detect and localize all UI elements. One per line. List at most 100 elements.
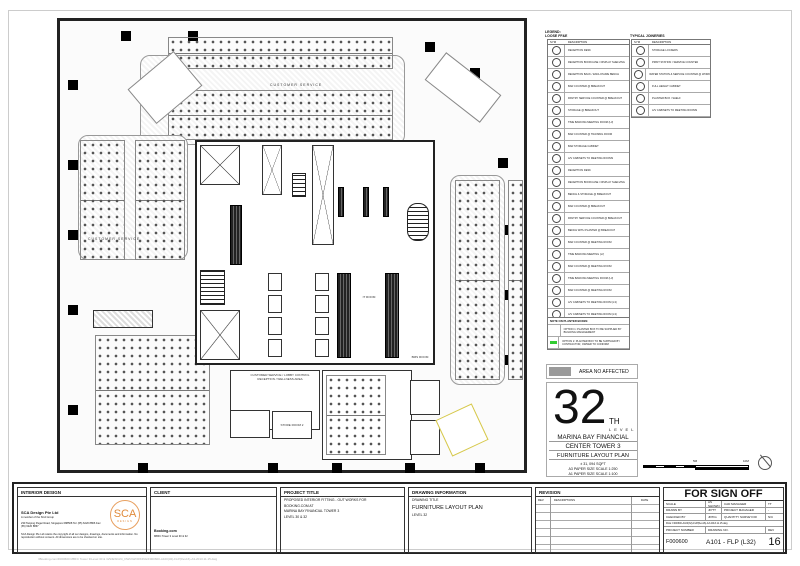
workstation-cluster[interactable] [508,180,523,380]
legend-symbol-icon [548,69,565,80]
col-symbol: SYM [634,40,641,44]
legend-symbol-icon [548,237,565,248]
lift-car [268,339,282,357]
signoff-title: FOR SIGN OFF [664,488,783,501]
north-arrow-icon [758,454,772,470]
panel-project-title: PROJECT TITLE PROPOSED INTERIOR FITTING … [280,487,405,553]
col-description: DESCRIPTION [568,40,588,44]
project-line: LEVEL 30 & 32 [284,514,308,519]
level-word: LEVEL [609,427,637,432]
legend-symbol-icon [548,249,565,260]
project-line: BOOKING.COM AT [284,503,314,508]
project-number: F000600 [666,539,688,545]
legend-description: TIME BANKING MEETING (L3) [568,253,605,256]
level-suffix: TH [609,417,620,426]
workstation-cluster[interactable] [168,90,393,140]
legend-description: RECEPTION BOOKCASE / DISPLAY SHELVING [568,181,625,184]
area-not-affected-key: AREA NO AFFECTED [546,364,638,379]
panel-header: DRAWING INFORMATION [409,488,531,497]
lift-shaft [262,145,282,195]
room-label-bms: BMS ROOM [411,355,429,359]
legend-description: RECEPTION DESK [568,169,591,172]
legend-description: PANTRY SERVICE COUNTER @ BREAKOUT [568,217,623,220]
workstation-cluster[interactable] [168,37,393,69]
escalator [337,273,351,358]
legend-symbol-icon [632,105,649,116]
legend-symbol-icon [548,141,565,152]
zone-label: CUSTOMER SERVICE [270,83,323,87]
revision-number: 16 [768,536,781,548]
scale-a1: A1 PAPER SIZE SCALE 1:100 [568,472,618,476]
column [121,31,131,41]
legend-symbol-icon [632,81,649,92]
legend-row: A/V CABINETS TO MEETING ROOMS [548,153,629,165]
legend-subtitle: LOOSE FF&E [545,34,568,38]
column [68,160,78,170]
floor-plan[interactable]: CUSTOMER SERVICE CUSTOMER SERVICE IT ROO… [30,15,542,477]
column [188,31,198,41]
legend-symbol-icon [548,177,565,188]
legend-row: BAR COUNTER @ BREAKOUT [548,81,629,93]
panel-header: PROJECT TITLE [281,488,404,497]
revision-table: REV DESCRIPTIONS DATE [536,497,659,552]
column [68,230,78,240]
legend-row: PRINT STATION / SERVICE COUNTER [632,57,710,69]
legend-row: TIME BANKING MEETING (L3) [548,249,629,261]
planter-bench[interactable] [93,310,153,328]
scale-end-label: 10M [743,459,749,463]
legend-description: WATER STATION & SERVICE COUNTER @ WORKST… [649,73,710,76]
drawing-title: FURNITURE LAYOUT PLAN [412,504,483,511]
legend-description: BENCH & STORAGE @ BREAKOUT [568,193,612,196]
legend-symbol-icon [548,105,565,116]
store-room[interactable] [272,411,312,439]
zone-label: CUSTOMER SERVICE [88,237,141,241]
store-room-label: STORE ROOM 2 [280,423,304,427]
project-line: PROPOSED INTERIOR FITTING - OUT WORKS FO… [284,498,367,502]
legend-symbol-icon [548,165,565,176]
workstation-cluster[interactable] [135,140,185,260]
panel-header: INTERIOR DESIGN [18,488,146,497]
lift-shaft [200,310,240,360]
legend-symbol-icon [548,297,565,308]
escalator [385,273,399,358]
legend-row: RECEPTION BOOKCASE / DISPLAY SHELVING [548,57,629,69]
workstation-cluster[interactable] [95,335,210,445]
column [470,68,480,78]
panel-drawing-information: DRAWING INFORMATION DRAWING TITLE FURNIT… [408,487,532,553]
signoff-file: FILE: F000600-A100(32)-FLP(Rev16)-A3-201… [664,521,783,527]
legend-row: RECEPTION BOOKCASE / DISPLAY SHELVING [548,177,629,189]
legend-description: BENCH WITH PLANTER @ BREAKOUT [568,229,616,232]
panel-header: REVISION [536,488,659,497]
meeting-room[interactable] [230,410,270,438]
client-address: MBFC Tower 3 Level 30 & 32 [154,535,188,538]
legend-row: BAR STORAGE CABINET [548,141,629,153]
planter-notes: NOTE ON PLANTER BOXES: OPTION 1: PLANTER… [547,317,630,350]
workstation-cluster[interactable] [455,180,500,380]
drawing-number: A101 - FLP (L32) [706,538,756,546]
legend-row: RECEPTION BACK / ENCLOSURE BENCH [548,69,629,81]
staircase [292,173,306,197]
meeting-room[interactable] [410,380,440,415]
area-swatch [549,367,571,376]
legend-row: TIME BANKING MEETING ROOM (L3) [548,117,629,129]
workstation-cluster[interactable] [326,375,386,455]
legend-symbol-icon [632,93,649,104]
legend-description: RECEPTION DESK [568,49,591,52]
legend-row: BAR COUNTER @ TRAINING ROOM [548,129,629,141]
lift-car [268,317,282,335]
lift-lobby-wall [230,205,242,265]
panel-header: CLIENT [151,488,276,497]
meeting-room[interactable] [410,420,440,455]
company-name: SCA Design Pte Ltd [21,510,59,515]
lift-car [315,317,329,335]
legend-row: BAR COUNTER @ MEETING ROOM [548,237,629,249]
legend-symbol-icon [548,81,565,92]
building-name-line1: MARINA BAY FINANCIAL [549,434,637,442]
legend-row: A/V CABINETS TO MEETING ROOMS [632,105,710,117]
drawing-level: LEVEL 32 [412,512,428,517]
scale-mid-label: 5M [693,459,698,463]
area-sqft: ± 31, 094 SQFT [580,462,606,466]
workstation-cluster[interactable] [80,140,125,260]
